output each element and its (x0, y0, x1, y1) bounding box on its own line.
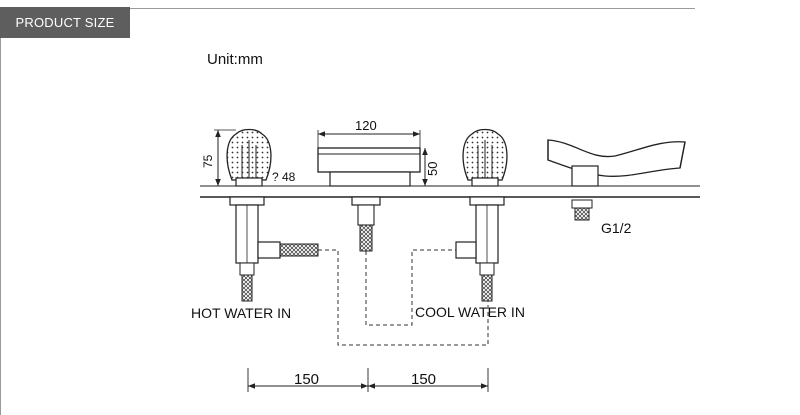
spout-body (317, 147, 421, 187)
connection-size-label: G1/2 (601, 220, 632, 236)
wave-spout (547, 139, 686, 221)
left-border (0, 38, 1, 415)
spacing-left-value: 150 (294, 371, 319, 388)
header-title: PRODUCT SIZE (15, 15, 115, 30)
cool-water-label: COOL WATER IN (415, 304, 525, 320)
spout-width-value: 120 (355, 118, 377, 133)
spout-shank (351, 196, 381, 252)
spout-hose-path (365, 249, 456, 326)
handle-diameter-value: ? 48 (272, 170, 296, 184)
hot-water-label: HOT WATER IN (191, 305, 291, 321)
spout-height-value: 50 (425, 162, 440, 176)
cool-valve (455, 196, 505, 302)
hot-hose-path (318, 249, 489, 346)
handle-height-value: 75 (201, 154, 215, 168)
header-rule (130, 8, 695, 9)
unit-label: Unit:mm (207, 51, 263, 68)
cool-handle (462, 128, 508, 187)
spacing-right-value: 150 (411, 371, 436, 388)
hot-handle (226, 128, 272, 187)
hot-valve (229, 196, 319, 302)
product-size-header: PRODUCT SIZE (0, 7, 130, 38)
